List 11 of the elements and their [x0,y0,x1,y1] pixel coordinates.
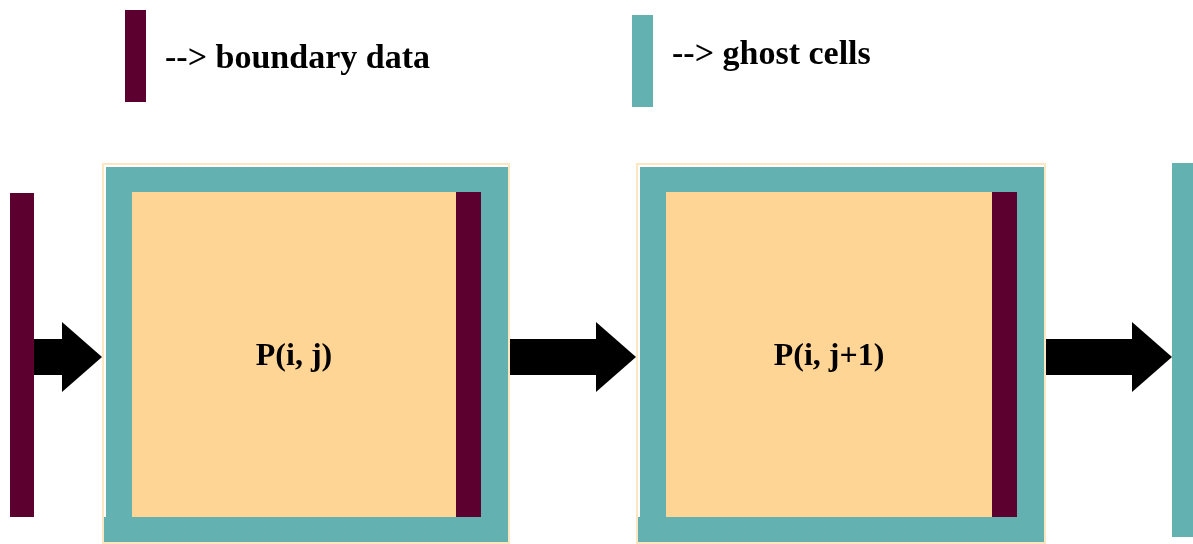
boundary-data-bar [10,193,34,517]
processor-box [636,163,1046,544]
processor-label: P(i, j+1) [773,336,885,373]
block-arrow [510,322,636,392]
block-arrow [1046,322,1172,392]
legend-text: --> ghost cells [672,34,871,72]
ghost-cell-bar [1172,163,1193,537]
block-arrow [34,322,102,392]
legend-text: --> boundary data [165,38,430,76]
processor-label: P(i, j) [255,336,333,373]
processor-box [102,163,510,544]
